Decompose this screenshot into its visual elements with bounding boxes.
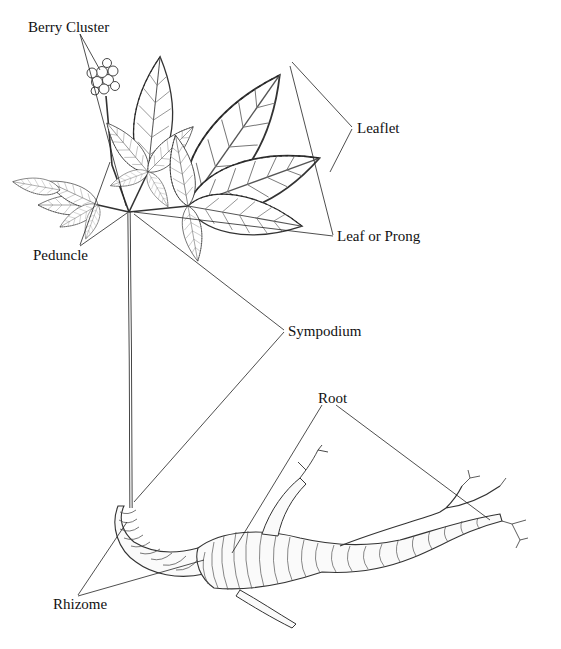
leaf: [11, 173, 103, 241]
berry-cluster: [87, 59, 120, 96]
part-label: Rhizome: [53, 595, 107, 613]
stem: [129, 212, 131, 508]
root: [197, 445, 528, 628]
part-label: Leaf or Prong: [337, 227, 420, 245]
leader-lines: [78, 34, 490, 596]
part-label: Leaflet: [357, 119, 399, 137]
part-label: Root: [318, 389, 347, 407]
part-label: Sympodium: [288, 322, 361, 340]
part-label: Peduncle: [33, 246, 88, 264]
rhizome: [115, 506, 204, 576]
part-label: Berry Cluster: [28, 18, 109, 36]
leaf: [99, 55, 201, 210]
